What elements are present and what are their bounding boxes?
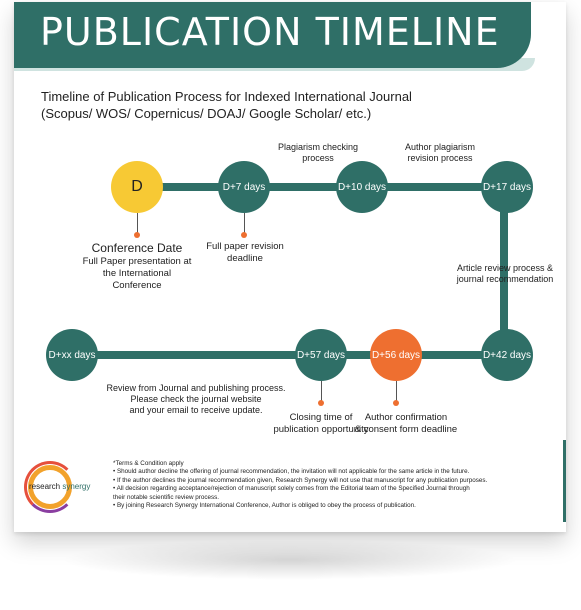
dot-d bbox=[134, 232, 140, 238]
label-line: Full paper revision bbox=[206, 241, 284, 252]
label-line: process bbox=[302, 153, 334, 163]
terms-line: • Should author decline the offering of … bbox=[113, 468, 470, 476]
card-shadow bbox=[60, 540, 520, 580]
label-line: journal recommendation bbox=[456, 274, 554, 284]
label-line: & consent form deadline bbox=[354, 424, 458, 435]
label-author-plagiarism: Author plagiarism revision process bbox=[380, 142, 500, 164]
label-line: Closing time of bbox=[289, 412, 353, 423]
label-article-review: Article review process & journal recomme… bbox=[450, 263, 560, 285]
page-title: PUBLICATION TIMELINE bbox=[40, 10, 500, 54]
label-line: Article review process & bbox=[456, 263, 554, 273]
label-line: deadline bbox=[227, 253, 263, 264]
research-synergy-logo bbox=[28, 465, 72, 509]
label-conference-date: Conference Date bbox=[91, 241, 183, 255]
terms-and-conditions: *Terms & Condition apply • Should author… bbox=[113, 460, 563, 510]
logo-word-research: research bbox=[29, 482, 61, 491]
dot-d7 bbox=[241, 232, 247, 238]
label-line: Conference bbox=[112, 280, 162, 291]
label-line: Plagiarism checking bbox=[277, 142, 359, 152]
label-author-confirmation: Author confirmation & consent form deadl… bbox=[346, 412, 466, 436]
label-plagiarism-checking: Plagiarism checking process bbox=[258, 142, 378, 164]
label-review-from-journal: Review from Journal and publishing proce… bbox=[101, 383, 291, 416]
label-line: the International bbox=[102, 268, 172, 279]
node-d56: D+56 days bbox=[370, 329, 422, 381]
label-line: Author plagiarism bbox=[404, 142, 476, 152]
right-accent-bar bbox=[563, 440, 566, 522]
timeline-line-bottom bbox=[72, 351, 508, 359]
label-line: and your email to receive update. bbox=[129, 405, 263, 415]
label-full-paper-revision: Full paper revision deadline bbox=[190, 241, 300, 265]
node-d57: D+57 days bbox=[295, 329, 347, 381]
subtitle-line-1: Timeline of Publication Process for Inde… bbox=[41, 89, 412, 104]
label-closing-time: Closing time of publication opportunity bbox=[253, 412, 389, 436]
label-line: publication opportunity bbox=[273, 424, 369, 435]
stem-d7 bbox=[244, 213, 245, 233]
stem-d bbox=[137, 213, 138, 233]
dot-d56 bbox=[393, 400, 399, 406]
label-line: Please check the journal website bbox=[130, 394, 262, 404]
terms-line: • All decision regarding acceptance/reje… bbox=[113, 485, 470, 493]
timeline-line-right bbox=[500, 187, 508, 359]
node-d10: D+10 days bbox=[336, 161, 388, 213]
logo-text: research synergy bbox=[29, 482, 91, 491]
dot-d57 bbox=[318, 400, 324, 406]
title-banner bbox=[14, 2, 531, 68]
node-d42: D+42 days bbox=[481, 329, 533, 381]
node-d17: D+17 days bbox=[481, 161, 533, 213]
subtitle-line-2: (Scopus/ WOS/ Copernicus/ DOAJ/ Google S… bbox=[41, 106, 372, 121]
label-line: Author confirmation bbox=[364, 412, 448, 423]
node-d7: D+7 days bbox=[218, 161, 270, 213]
logo-word-synergy: synergy bbox=[62, 482, 91, 491]
research-synergy-logo-ring bbox=[24, 461, 76, 513]
label-line: revision process bbox=[407, 153, 473, 163]
label-line: Full Paper presentation at bbox=[82, 256, 192, 267]
terms-line: • By joining Research Synergy Internatio… bbox=[113, 502, 416, 510]
terms-line: • If the author declines the journal rec… bbox=[113, 476, 488, 484]
node-dxx: D+xx days bbox=[46, 329, 98, 381]
timeline-line-top bbox=[138, 183, 508, 191]
infographic-card bbox=[14, 2, 566, 532]
terms-line: their notable scientific review process. bbox=[113, 493, 220, 501]
stem-d57 bbox=[321, 381, 322, 401]
node-d: D bbox=[111, 161, 163, 213]
label-full-paper-presentation: Full Paper presentation at the Internati… bbox=[72, 256, 202, 292]
label-line: Review from Journal and publishing proce… bbox=[106, 383, 286, 393]
subtitle: Timeline of Publication Process for Inde… bbox=[41, 88, 461, 122]
terms-line: *Terms & Condition apply bbox=[113, 460, 184, 467]
stem-d56 bbox=[396, 381, 397, 401]
